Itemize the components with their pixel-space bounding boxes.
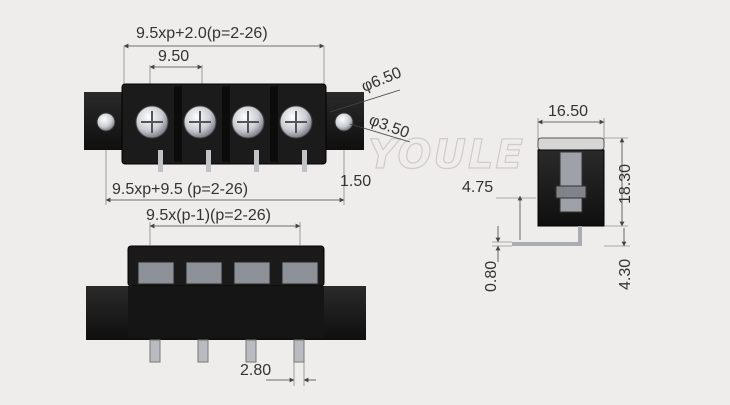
side-pin	[512, 226, 582, 246]
terminal-window	[137, 261, 175, 285]
terminal-window	[185, 261, 223, 285]
terminal-screw-icon	[231, 105, 265, 139]
mount-screw-icon	[96, 112, 116, 132]
pin	[245, 339, 257, 363]
pin	[254, 150, 259, 172]
terminal-window	[233, 261, 271, 285]
terminal-screw-icon	[279, 105, 313, 139]
pin	[158, 150, 163, 172]
pin	[302, 150, 307, 172]
mount-screw-icon	[334, 112, 354, 132]
terminal-screw-icon	[135, 105, 169, 139]
offset-label: 1.50	[340, 173, 371, 190]
separator	[222, 86, 230, 162]
overall-length-label: 9.5xp+2.0(p=2-26)	[136, 25, 268, 42]
terminal-screw-icon	[183, 105, 217, 139]
side-view: 16.50 18.30 4.75 0.80 4.30	[462, 103, 634, 292]
side-screw	[559, 151, 583, 213]
pitch-label: 9.50	[158, 48, 189, 65]
separator	[270, 86, 278, 162]
side-cover	[537, 137, 605, 151]
top-view: 9.5xp+2.0(p=2-26) 9.50	[84, 25, 412, 205]
side-width-label: 16.50	[548, 103, 588, 120]
pin-span-label: 9.5xp+9.5 (p=2-26)	[112, 181, 248, 198]
pin	[197, 339, 209, 363]
pin-height-label: 4.75	[462, 179, 493, 196]
terminal-window	[281, 261, 319, 285]
front-block	[128, 286, 324, 338]
side-clamp	[555, 185, 587, 199]
pin-thickness-label: 0.80	[483, 261, 500, 292]
separator	[174, 86, 182, 162]
pin-pitch-span-label: 9.5x(p-1)(p=2-26)	[146, 207, 271, 224]
pin	[206, 150, 211, 172]
pin-width-label: 2.80	[240, 362, 271, 379]
side-height-label: 18.30	[617, 164, 634, 204]
pin	[293, 339, 305, 363]
pin	[149, 339, 161, 363]
front-view: 9.5x(p-1)(p=2-26) 2.80	[86, 207, 366, 386]
watermark: YOULE	[368, 132, 525, 178]
pin-length-label: 4.30	[617, 259, 634, 290]
